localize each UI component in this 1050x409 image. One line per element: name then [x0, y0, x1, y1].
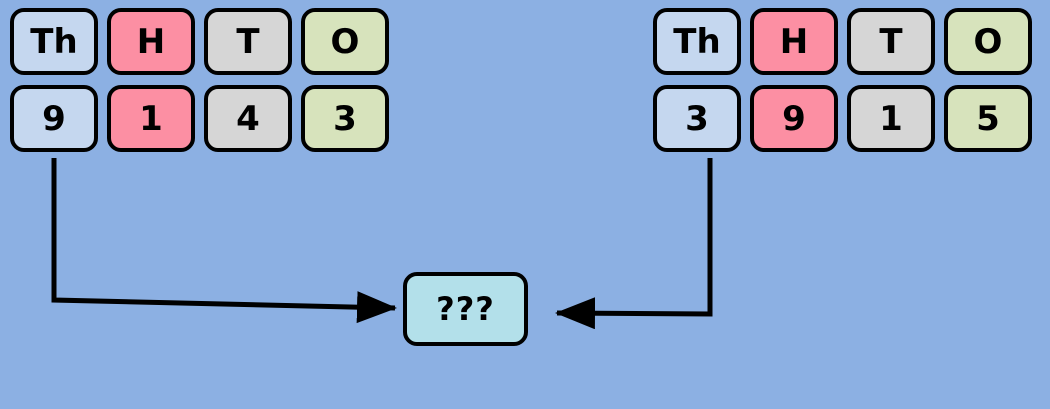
- right-column-ones: O 5: [944, 8, 1032, 152]
- right-digit-thousands[interactable]: 3: [653, 85, 741, 152]
- left-column-thousands: Th 9: [10, 8, 98, 152]
- left-header-hundreds: H: [107, 8, 195, 75]
- right-column-thousands: Th 3: [653, 8, 741, 152]
- left-to-answer-arrow: [51, 158, 397, 324]
- left-column-tens: T 4: [204, 8, 292, 152]
- right-header-thousands: Th: [653, 8, 741, 75]
- left-header-tens: T: [204, 8, 292, 75]
- right-digit-hundreds[interactable]: 9: [750, 85, 838, 152]
- left-digit-tens[interactable]: 4: [204, 85, 292, 152]
- right-place-value-chart: Th 3 H 9 T 1 O 5: [653, 8, 1032, 152]
- left-digit-thousands[interactable]: 9: [10, 85, 98, 152]
- right-digit-tens[interactable]: 1: [847, 85, 935, 152]
- right-column-tens: T 1: [847, 8, 935, 152]
- left-place-value-chart: Th 9 H 1 T 4 O 3: [10, 8, 389, 152]
- left-header-thousands: Th: [10, 8, 98, 75]
- left-digit-ones[interactable]: 3: [301, 85, 389, 152]
- right-to-answer-arrow: [555, 158, 713, 330]
- right-header-hundreds: H: [750, 8, 838, 75]
- right-column-hundreds: H 9: [750, 8, 838, 152]
- right-header-tens: T: [847, 8, 935, 75]
- left-column-hundreds: H 1: [107, 8, 195, 152]
- right-header-ones: O: [944, 8, 1032, 75]
- left-digit-hundreds[interactable]: 1: [107, 85, 195, 152]
- answer-placeholder[interactable]: ???: [403, 272, 528, 346]
- right-digit-ones[interactable]: 5: [944, 85, 1032, 152]
- left-column-ones: O 3: [301, 8, 389, 152]
- left-header-ones: O: [301, 8, 389, 75]
